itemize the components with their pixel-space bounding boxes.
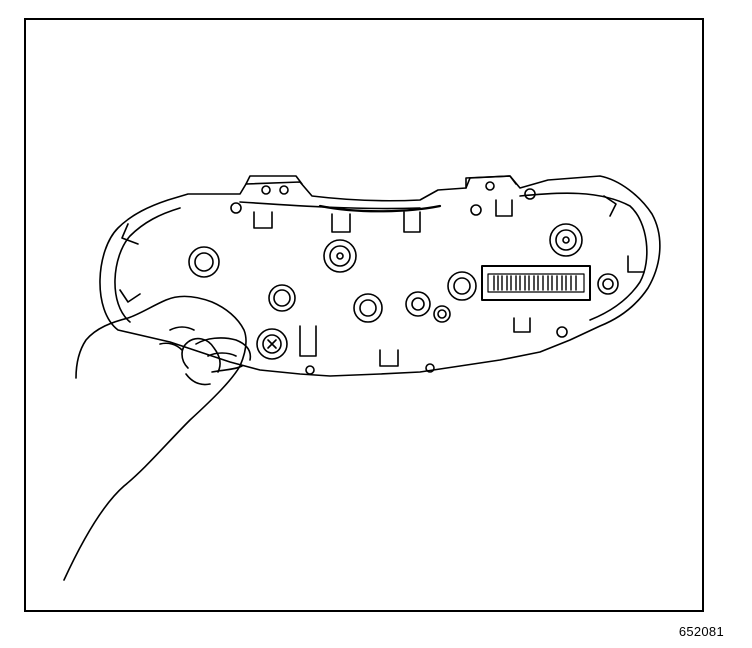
mount-hole-icon [556, 326, 568, 338]
retaining-clip-icon [119, 289, 141, 303]
cluster-housing-outline [99, 175, 661, 377]
bulb-socket-icon [268, 284, 296, 312]
bulb-socket-icon [549, 223, 583, 257]
retaining-clip-icon [513, 317, 531, 333]
retaining-clip-icon [495, 199, 513, 217]
hand-thumb [181, 337, 221, 373]
bulb-socket-icon [433, 305, 451, 323]
mount-hole-icon [305, 365, 315, 375]
bulb-socket-icon [323, 239, 357, 273]
retaining-clip-icon [121, 223, 139, 245]
mount-hole-icon [279, 185, 289, 195]
retaining-clip-icon [627, 255, 645, 273]
hand-fingers [185, 337, 252, 386]
mount-hole-icon [524, 188, 536, 200]
barcode-bars [493, 275, 577, 291]
bulb-socket-icon [188, 246, 220, 278]
mount-hole-icon [485, 181, 495, 191]
top-flange-left [245, 175, 303, 185]
mount-hole-icon [261, 185, 271, 195]
hand-outline [63, 295, 247, 581]
bulb-socket-icon [353, 293, 383, 323]
hand-knuckles [159, 326, 195, 351]
removed-bulb-socket-icon [256, 328, 288, 360]
retaining-clip-icon [253, 211, 273, 229]
bulb-socket-icon [447, 271, 477, 301]
top-flange-right [465, 175, 517, 189]
barcode-label [481, 265, 591, 301]
retaining-clip-icon [603, 195, 617, 217]
figure-id-label: 652081 [678, 624, 724, 639]
retaining-clip-icon [331, 213, 351, 233]
mount-hole-icon [470, 204, 482, 216]
retaining-clip-icon [299, 325, 317, 357]
retaining-clip-icon [379, 349, 399, 367]
mount-hole-icon [230, 202, 242, 214]
barcode-inner [487, 273, 585, 293]
bulb-socket-icon [405, 291, 431, 317]
retaining-clip-icon [403, 211, 421, 233]
mount-hole-icon [425, 363, 435, 373]
top-center-ridge [318, 204, 442, 213]
bulb-socket-icon [597, 273, 619, 295]
